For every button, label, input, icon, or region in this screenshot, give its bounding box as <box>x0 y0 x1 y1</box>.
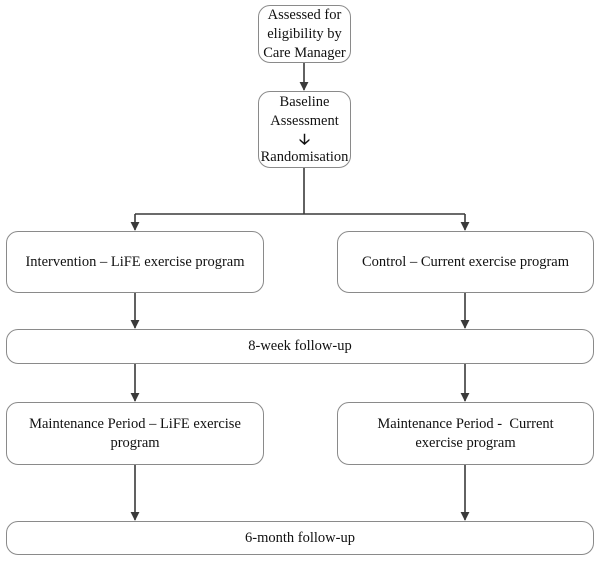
baseline-box: Baseline Assessment 🡣 Randomisation <box>258 91 351 168</box>
randomisation-label: Randomisation <box>260 148 349 165</box>
eligibility-label: Assessed for eligibility by Care Manager <box>263 6 346 61</box>
maintenance-current-label: Maintenance Period - Current exercise pr… <box>377 415 558 451</box>
control-box: Control – Current exercise program <box>337 231 594 293</box>
maintenance-current-box: Maintenance Period - Current exercise pr… <box>337 402 594 465</box>
baseline-label: Baseline Assessment <box>270 93 339 129</box>
followup-6month-label: 6-month follow-up <box>245 529 355 546</box>
followup-8week-box: 8-week follow-up <box>6 329 594 364</box>
control-label: Control – Current exercise program <box>362 253 569 270</box>
eligibility-box: Assessed for eligibility by Care Manager <box>258 5 351 63</box>
intervention-label: Intervention – LiFE exercise program <box>25 253 245 270</box>
maintenance-life-label: Maintenance Period – LiFE exercise progr… <box>29 415 241 451</box>
intervention-box: Intervention – LiFE exercise program <box>6 231 264 293</box>
followup-6month-box: 6-month follow-up <box>6 521 594 555</box>
down-arrow-icon: 🡣 <box>299 129 310 148</box>
followup-8week-label: 8-week follow-up <box>248 338 352 354</box>
maintenance-life-box: Maintenance Period – LiFE exercise progr… <box>6 402 264 465</box>
